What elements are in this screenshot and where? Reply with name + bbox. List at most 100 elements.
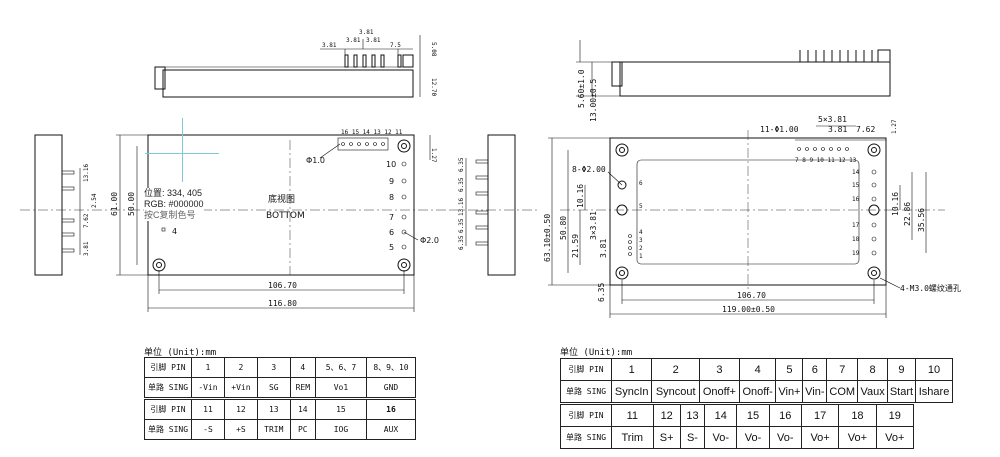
right-pin-15: 15 <box>852 182 860 189</box>
dim-6310: 63.10±0.50 <box>543 214 552 262</box>
table-cell: 2 <box>223 357 258 378</box>
table-cell: Vo1 <box>314 377 368 399</box>
table-cell: Vo- <box>704 426 738 449</box>
dim-1016-left: 10.16 <box>576 184 585 208</box>
total-width-dim: 116.80 <box>268 299 297 308</box>
table-cell: 5 <box>775 358 804 381</box>
dim-635: 6.35 <box>597 283 606 302</box>
table-cell: 13 <box>679 404 706 427</box>
pin-label-5: 5 <box>389 243 394 252</box>
table-row: 单路 SING Trim S+ S- Vo- Vo- Vo- Vo+ Vo+ V… <box>560 426 915 449</box>
table-cell: 单路 SING <box>144 377 192 399</box>
dim-127: 1.27 <box>891 119 898 134</box>
table-cell: 16 <box>768 404 802 427</box>
right-side-dim-1: 6.35 <box>458 157 465 172</box>
table-cell: 1 <box>610 358 653 381</box>
hole-8-label: 8-Φ2.00 <box>572 165 606 174</box>
dim-762: 7.62 <box>856 125 875 134</box>
table-cell: PC <box>289 419 316 440</box>
table-cell: 引脚 PIN <box>144 357 192 378</box>
table-cell: 5、6、7 <box>314 357 368 378</box>
table-cell: GND <box>366 377 416 399</box>
table-cell: 17 <box>800 404 840 427</box>
table-cell: 10 <box>915 358 953 381</box>
right-bottom-view: 7 8 9 10 11 12 13 6 5 4 3 2 1 14 15 16 1… <box>543 115 961 318</box>
table-cell: REM <box>289 377 316 399</box>
right-unit-label: 单位 (Unit):mm <box>560 348 633 358</box>
picker-crosshair-v <box>182 118 183 182</box>
hole-large-label: Φ2.0 <box>420 236 439 245</box>
table-row: 引脚 PIN 1 2 3 4 5 6 7 8 9 10 <box>560 358 953 381</box>
table-cell: Trim <box>611 426 654 449</box>
table-cell: COM <box>826 380 859 403</box>
left-unit-label: 单位 (Unit):mm <box>144 348 217 358</box>
right-side-dim-4: 6.35 <box>458 218 465 233</box>
table-cell: TRIM <box>256 419 291 440</box>
table-cell: 18 <box>838 404 877 427</box>
right-pin-2: 2 <box>639 245 643 252</box>
left-side-dim-1: 13.16 <box>83 164 90 182</box>
top-height-dim: 12.70 <box>430 78 437 96</box>
right-pin-18: 18 <box>852 236 860 243</box>
right-top-pin-holes <box>797 147 849 151</box>
table-cell: SG <box>256 377 291 399</box>
top-dim-6: 5.08 <box>430 42 437 57</box>
right-pin-table-b: 引脚 PIN 11 12 13 14 15 16 17 18 19 单路 SIN… <box>560 404 915 449</box>
right-side-pins <box>799 50 873 62</box>
bottom-view-en: BOTTOM <box>266 211 305 221</box>
table-cell: 单路 SING <box>144 419 192 440</box>
left-top-pin-holes <box>341 142 385 146</box>
left-side-dim-2: 2.54 <box>91 193 98 208</box>
table-row: 单路 SING -S +S TRIM PC IOG AUX <box>144 419 416 440</box>
left-front-view: 3.81 3.81 3.81 3.81 7.5 5.08 12.70 <box>154 29 437 98</box>
right-pin-19: 19 <box>852 250 860 257</box>
right-side-view: 5.60±1.0 13.00±0.5 <box>576 40 891 122</box>
table-cell: Ishare <box>915 380 953 403</box>
right-pin-table-a: 引脚 PIN 1 2 3 4 5 6 7 8 9 10 单路 SING Sync… <box>560 358 953 403</box>
table-row: 单路 SING SyncIn Syncout Onoff+ Onoff- Vin… <box>560 380 953 403</box>
dim-height-pin: 5.60±1.0 <box>577 69 586 108</box>
table-cell: 14 <box>704 404 738 427</box>
pitch-label: 5×3.81 <box>818 115 847 124</box>
top-pins-label: 16 15 14 13 12 11 <box>341 129 403 136</box>
dim-5080: 50.80 <box>559 216 568 240</box>
table-cell: 6 <box>802 358 828 381</box>
pin-label-8: 8 <box>389 193 394 202</box>
left-front-pins <box>344 54 414 68</box>
holes-label: 11-Φ1.00 <box>760 125 799 134</box>
right-pin-1: 1 <box>639 253 643 260</box>
top-dim-3: 3.81 <box>359 29 374 36</box>
pin-label-7: 7 <box>389 213 394 222</box>
right-side-dim-5: 6.35 <box>458 235 465 250</box>
right-pin-16: 16 <box>852 196 860 203</box>
table-cell: S+ <box>652 426 681 449</box>
right-pin-6: 6 <box>639 180 643 187</box>
pin-label-10: 10 <box>386 160 396 169</box>
mount-label: 4-M3.0螺纹通孔 <box>900 283 961 293</box>
table-cell: 引脚 PIN <box>144 397 192 420</box>
top-dim-1: 3.81 <box>322 42 337 49</box>
width-dim: 106.70 <box>268 281 297 290</box>
right-side-dim-2: 6.35 <box>458 177 465 192</box>
table-cell: Vaux <box>857 380 888 403</box>
table-cell: Vin- <box>802 380 828 403</box>
right-mounting-holes <box>615 143 881 280</box>
right-pin-5: 5 <box>639 203 643 210</box>
table-cell: S- <box>679 426 706 449</box>
table-cell: 单路 SING <box>560 380 612 403</box>
right-width-dim: 106.70 <box>737 291 766 300</box>
dim-2286: 22.86 <box>903 202 912 226</box>
table-cell: Vo- <box>736 426 770 449</box>
table-cell: 12 <box>652 404 681 427</box>
pin-label-9: 9 <box>389 177 394 186</box>
table-cell: +S <box>223 419 258 440</box>
right-top-dim: 1.27 <box>430 148 437 163</box>
left-side-pin-holes <box>401 161 407 250</box>
pin-label-6: 6 <box>389 228 394 237</box>
table-cell: 单路 SING <box>560 426 612 449</box>
table-cell: Syncout <box>651 380 700 403</box>
inner-height-dim: 50.00 <box>127 192 136 216</box>
table-cell: Vo+ <box>800 426 840 449</box>
table-cell: 4 <box>289 357 316 378</box>
